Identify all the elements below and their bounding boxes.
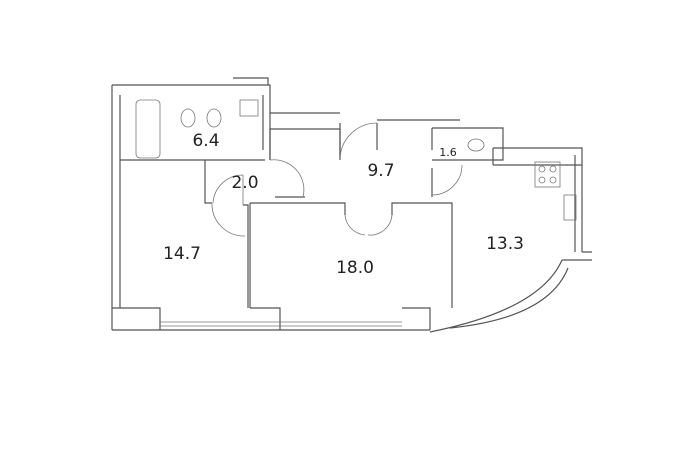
room-area-kitchen: 13.3 — [486, 234, 524, 254]
kitchen-sink-icon — [563, 194, 577, 221]
bathtub-icon — [135, 99, 161, 159]
room-labels: 6.4 2.0 9.7 1.6 14.7 18.0 13.3 — [163, 131, 524, 278]
room-area-bedroom: 14.7 — [163, 244, 201, 264]
room-area-living-room: 18.0 — [336, 258, 374, 278]
room-area-bathroom: 6.4 — [192, 131, 219, 151]
room-area-hall: 2.0 — [231, 173, 258, 193]
room-area-wc: 1.6 — [439, 146, 457, 159]
toilet-icon — [206, 108, 222, 128]
doors — [211, 122, 463, 237]
toilet-icon — [467, 138, 485, 152]
walls — [111, 77, 592, 333]
toilet-icon — [180, 108, 196, 128]
stove-icon — [534, 161, 561, 188]
fixtures — [135, 99, 577, 221]
sink-icon — [239, 99, 259, 117]
room-area-corridor: 9.7 — [367, 161, 394, 181]
